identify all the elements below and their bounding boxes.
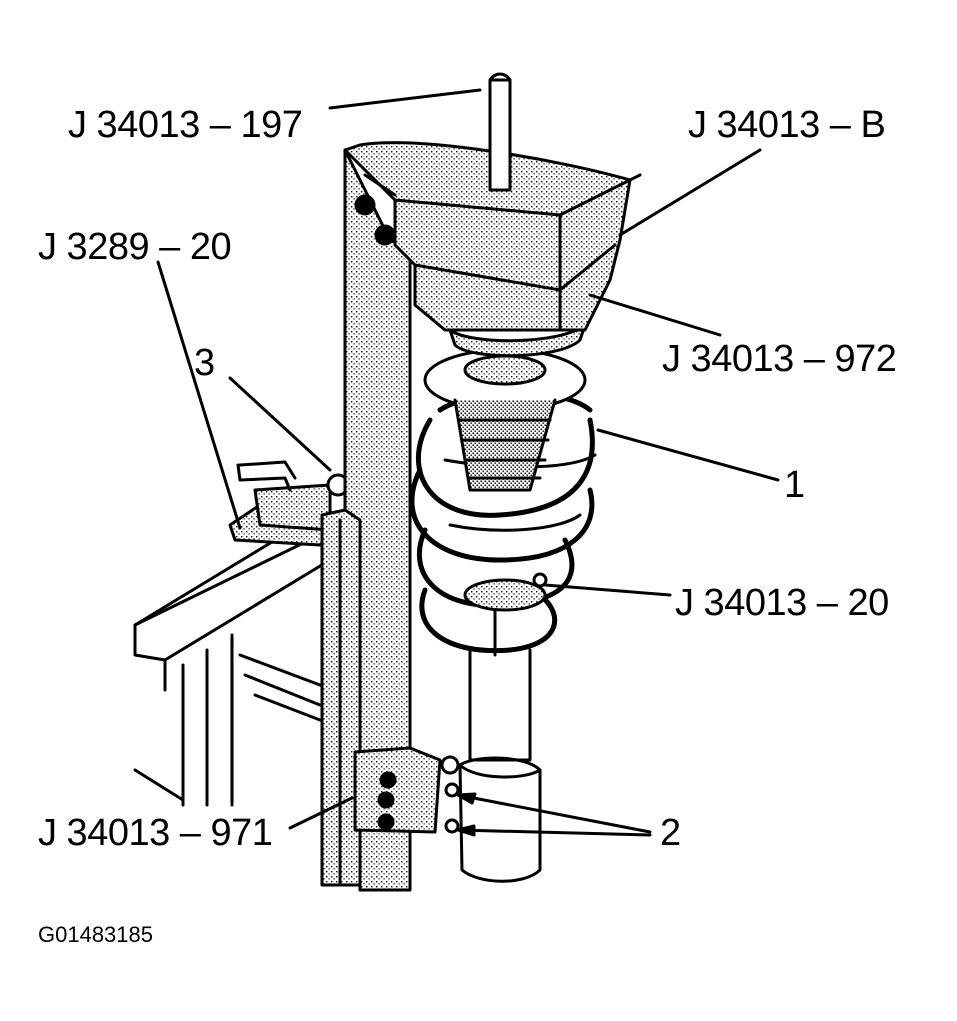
upper-spring-seat bbox=[423, 323, 587, 492]
callout-j34013-20: J 34013 – 20 bbox=[675, 582, 889, 624]
callout-j34013-971: J 34013 – 971 bbox=[38, 812, 273, 854]
workbench bbox=[133, 523, 332, 807]
forcing-screw bbox=[488, 72, 512, 192]
figure-id: G01483185 bbox=[38, 922, 153, 947]
callout-2: 2 bbox=[660, 812, 681, 854]
strut-body bbox=[458, 588, 542, 883]
callout-j34013-b: J 34013 – B bbox=[688, 104, 886, 146]
callout-3: 3 bbox=[194, 342, 215, 384]
lower-spring-plate bbox=[463, 572, 548, 612]
compressor-column bbox=[320, 143, 460, 892]
callout-j3289-20: J 3289 – 20 bbox=[38, 226, 232, 268]
callout-1: 1 bbox=[784, 464, 805, 506]
upper-compressor-arm bbox=[343, 141, 642, 332]
callout-j34013-972: J 34013 – 972 bbox=[662, 338, 897, 380]
leader-lines bbox=[156, 88, 780, 837]
callout-j34013-197: J 34013 – 197 bbox=[68, 104, 303, 146]
